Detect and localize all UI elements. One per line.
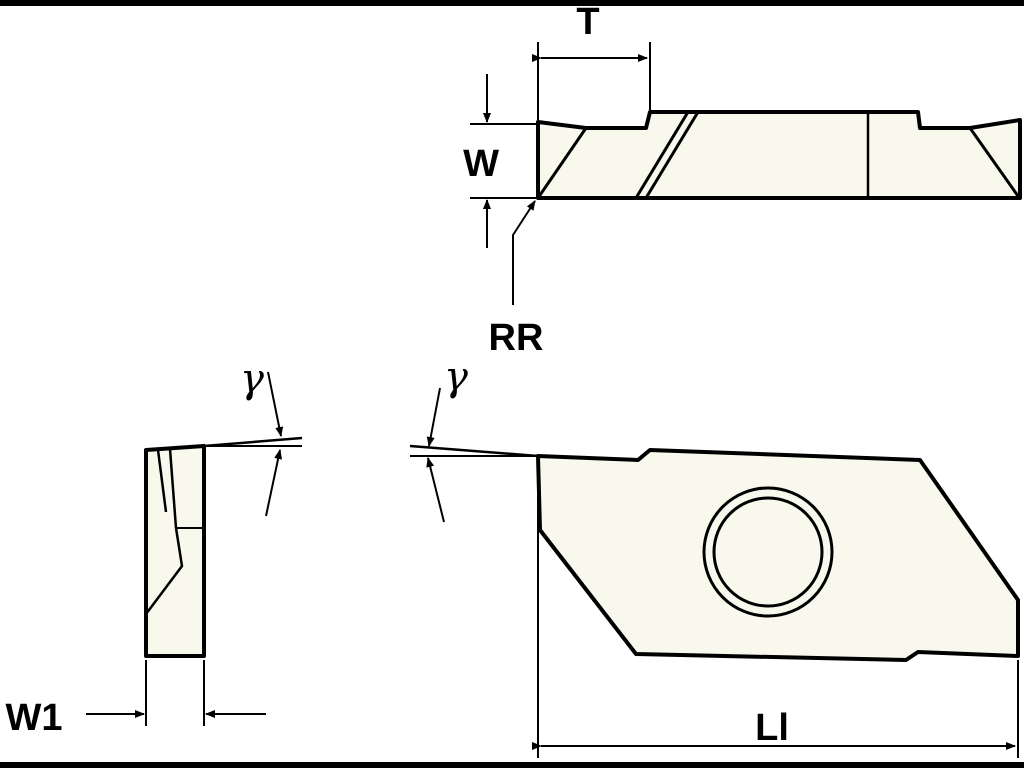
front-view: γ Ll xyxy=(409,354,1020,758)
side-gamma-label: γ xyxy=(240,356,264,402)
clamp-hole-inner xyxy=(712,496,824,608)
side-view-inner-line-a xyxy=(156,449,168,513)
side-view: γ W1 xyxy=(6,356,303,739)
t-label: T xyxy=(576,1,599,43)
top-view-bevel-left xyxy=(536,127,588,199)
front-rake-line-upper xyxy=(409,444,539,458)
front-gamma-label: γ xyxy=(444,354,468,400)
w1-label: W1 xyxy=(6,697,63,739)
top-view-outline xyxy=(536,110,1022,200)
top-view-bevel-mid-a xyxy=(634,111,690,199)
frame-bottom-border xyxy=(0,762,1024,768)
side-rake-line-upper xyxy=(203,436,303,448)
front-gamma-arrow-top xyxy=(426,387,441,447)
top-view-bevel-mid-b xyxy=(644,111,700,199)
side-view-inner-line-d xyxy=(145,527,184,615)
ll-label: Ll xyxy=(755,707,789,749)
rr-leader xyxy=(512,200,536,305)
top-view: T W RR xyxy=(463,1,1022,359)
top-view-bevel-right xyxy=(968,127,1020,197)
front-gamma-arrow-bottom xyxy=(426,457,445,523)
side-gamma-arrow-bottom xyxy=(265,449,283,517)
frame-top-border xyxy=(0,0,1024,6)
side-view-inner-line-b xyxy=(168,448,178,529)
rr-label: RR xyxy=(489,317,544,359)
side-gamma-arrow-top xyxy=(267,371,284,437)
side-view-outline xyxy=(144,444,206,658)
w-label: W xyxy=(463,143,499,185)
